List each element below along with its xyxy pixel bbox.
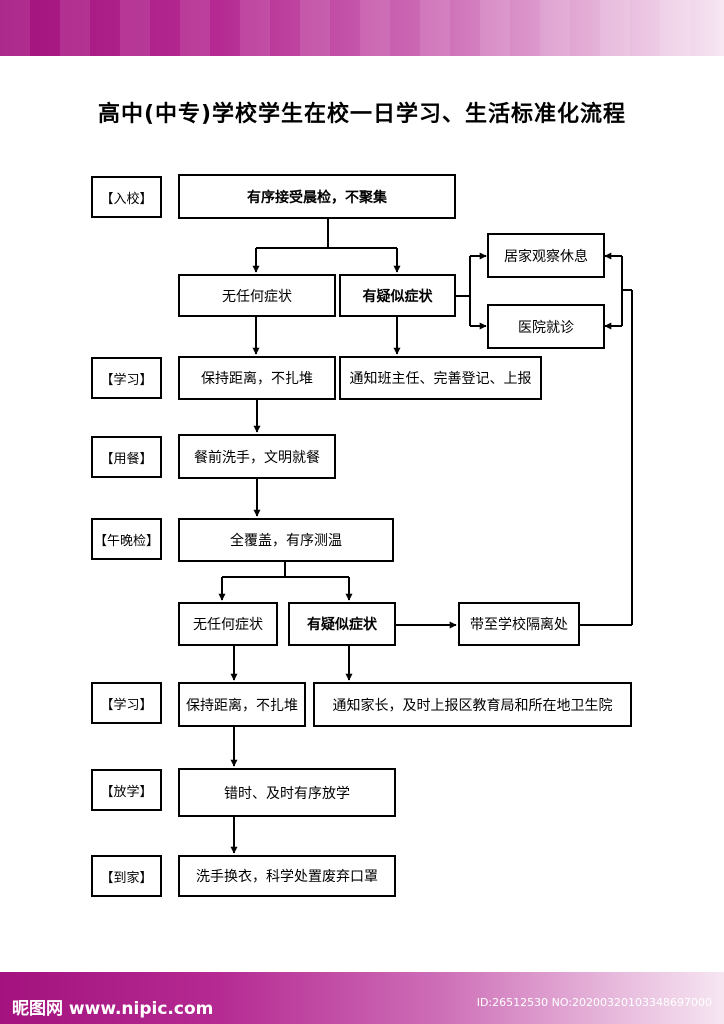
no-symptom-box-1: 无任何症状 [178,274,336,317]
watermark-id: ID:26512530 NO:20200320103348697000 [476,996,712,1009]
stage-label-enter: 【入校】 [91,176,162,218]
watermark-left: 昵图网 www.nipic.com [12,999,214,1019]
home-observe-box: 居家观察休息 [487,233,605,278]
morning-check-box: 有序接受晨检，不聚集 [178,174,456,219]
dismiss-box: 错时、及时有序放学 [178,768,396,817]
notify-teacher-box: 通知班主任、完善登记、上报 [339,356,542,400]
notify-parents-box: 通知家长，及时上报区教育局和所在地卫生院 [313,682,632,727]
bottom-decorative-band [0,972,724,1024]
stage-label-study-1: 【学习】 [91,357,162,399]
page-title: 高中(中专)学校学生在校一日学习、生活标准化流程 [97,102,627,127]
stage-label-home: 【到家】 [91,855,162,897]
isolation-box: 带至学校隔离处 [458,602,580,646]
keep-distance-box-1: 保持距离，不扎堆 [178,356,336,400]
temp-check-box: 全覆盖，有序测温 [178,518,394,562]
hospital-box: 医院就诊 [487,304,605,349]
suspect-symptom-box-1: 有疑似症状 [339,274,456,317]
stage-label-study-2: 【学习】 [91,682,162,724]
keep-distance-box-2: 保持距离，不扎堆 [178,682,306,727]
top-band-stripes [0,0,724,56]
stage-label-check: 【午晚检】 [91,518,162,560]
stage-label-dismiss: 【放学】 [91,769,162,811]
top-decorative-band [0,0,724,56]
home-box: 洗手换衣，科学处置废弃口罩 [178,855,396,897]
no-symptom-box-2: 无任何症状 [178,602,278,646]
suspect-symptom-box-2: 有疑似症状 [288,602,396,646]
stage-label-meal: 【用餐】 [91,436,162,478]
meal-box: 餐前洗手，文明就餐 [178,434,336,479]
